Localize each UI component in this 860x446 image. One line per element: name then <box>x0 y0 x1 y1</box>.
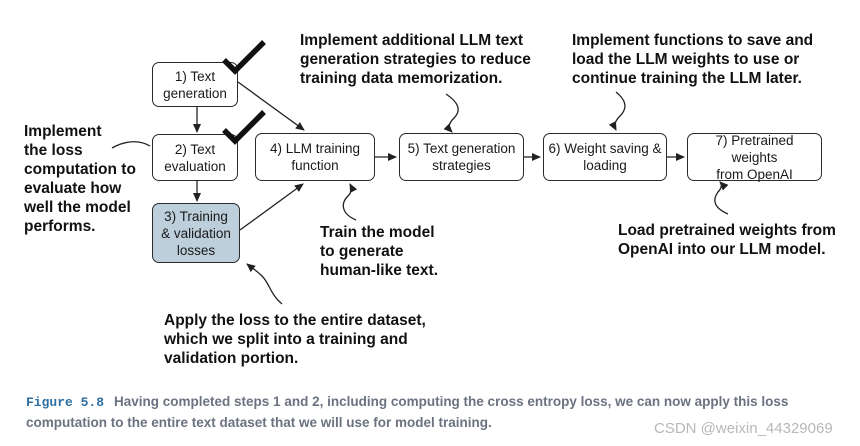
checkmark-icon <box>222 40 266 75</box>
caption-text: Having completed steps 1 and 2, includin… <box>26 394 789 430</box>
arrow-step1-to-step4 <box>237 81 305 131</box>
step-2-text-evaluation: 2) Text evaluation <box>152 134 238 181</box>
annotation-save-load: Implement functions to save and load the… <box>572 32 814 87</box>
annotation-loss-computation: Implement the loss computation to evalua… <box>24 123 136 235</box>
annotation-pretrained-weights: Load pretrained weights from OpenAI into… <box>618 222 836 258</box>
step-1-text-generation: 1) Text generation <box>152 62 238 107</box>
watermark: CSDN @weixin_44329069 <box>654 420 833 437</box>
checkmark-icon <box>222 110 266 145</box>
annotation-train-model: Train the model to generate human-like t… <box>320 224 438 279</box>
step-6-weight-saving-loading: 6) Weight saving & loading <box>543 133 667 181</box>
figure-label: Figure 5.8 <box>26 395 105 410</box>
annotation-text-strategies: Implement additional LLM text generation… <box>300 32 531 87</box>
pointer-train-model <box>342 183 358 221</box>
annotation-apply-loss: Apply the loss to the entire dataset, wh… <box>164 312 426 367</box>
pointer-strategies <box>443 93 459 133</box>
step-7-pretrained-weights: 7) Pretrained weights from OpenAI <box>687 133 822 182</box>
step-5-text-generation-strategies: 5) Text generation strategies <box>399 133 524 181</box>
step-4-llm-training-function: 4) LLM training function <box>255 133 375 181</box>
pointer-loss-computation <box>111 141 151 149</box>
arrow-step3-to-step4 <box>239 183 304 231</box>
pointer-pretrained <box>714 181 729 215</box>
pointer-save-load <box>608 91 626 131</box>
step-3-training-validation-losses: 3) Training & validation losses <box>152 203 240 263</box>
pointer-apply-loss <box>246 263 283 305</box>
